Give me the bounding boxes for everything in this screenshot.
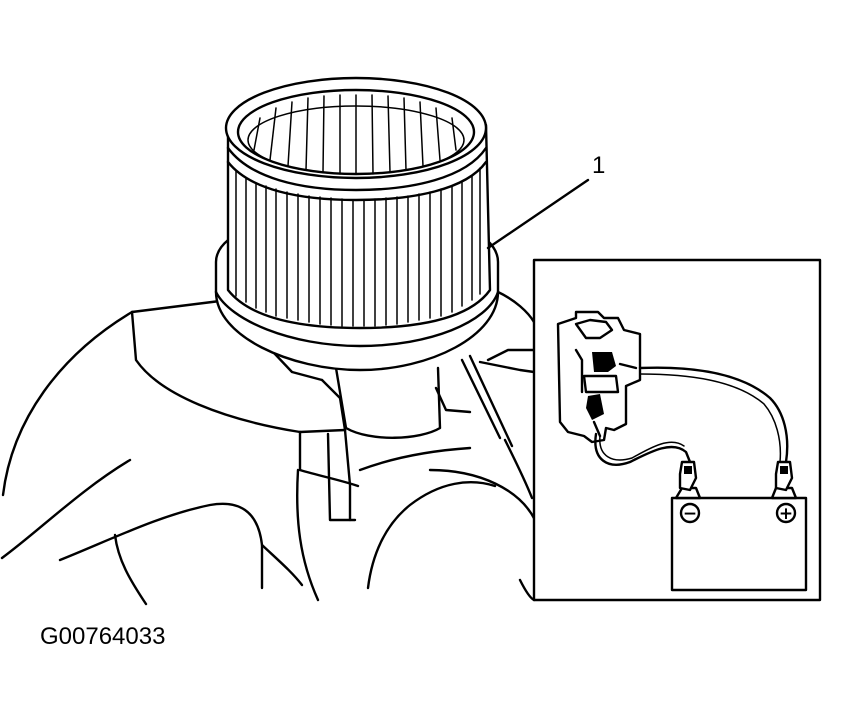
motor-connector xyxy=(556,310,642,444)
battery: − + xyxy=(670,486,808,592)
inset-test-diagram: − + xyxy=(532,258,822,602)
negative-lead-wire xyxy=(594,432,692,466)
callout-leader-line xyxy=(486,178,590,250)
positive-lead-wire xyxy=(638,366,789,464)
fan-blades xyxy=(235,167,481,327)
fan-inner-blades xyxy=(253,94,457,175)
battery-positive-symbol: + xyxy=(779,504,793,524)
figure-id: G00764033 xyxy=(40,623,166,650)
blower-motor-fan xyxy=(214,76,500,372)
battery-positive-terminal xyxy=(775,502,797,524)
callout-number: 1 xyxy=(592,152,606,179)
motor-neck xyxy=(334,366,472,439)
battery-negative-terminal xyxy=(679,502,701,524)
battery-negative-symbol: − xyxy=(683,504,697,524)
